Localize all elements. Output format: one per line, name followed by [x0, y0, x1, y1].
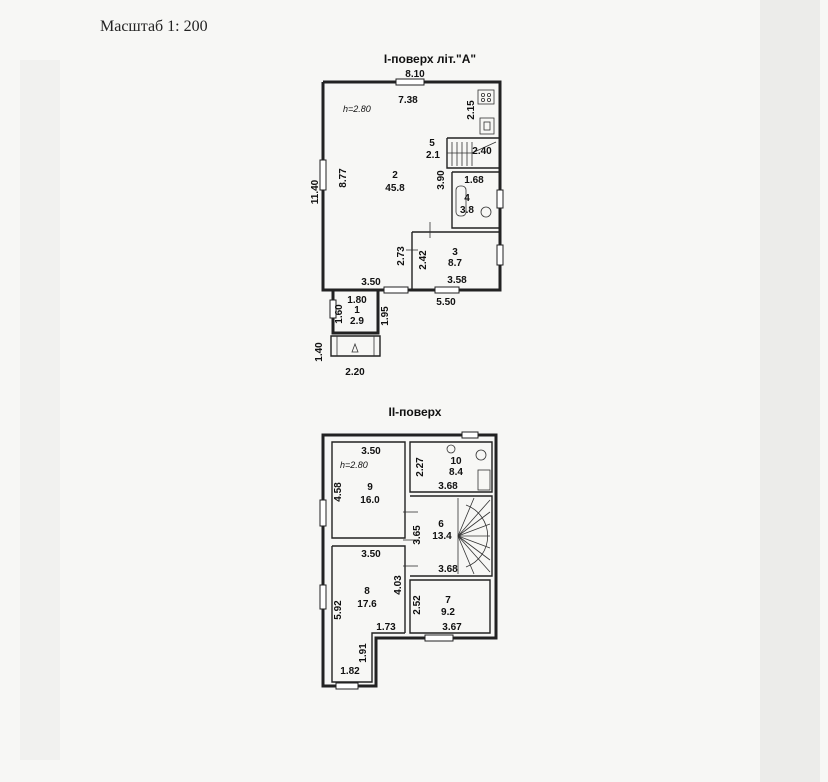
- floor1-window-bottom: [383, 286, 409, 294]
- room-4-area: 3.8: [460, 205, 474, 216]
- floor2-sink-icon: [475, 449, 487, 461]
- dim-r8-right: 4.03: [393, 575, 404, 595]
- floor1-window-vestibule: [329, 299, 337, 319]
- dim-vest-right: 1.95: [380, 306, 391, 326]
- room-9-number: 9: [367, 482, 373, 493]
- dim-r6-top: 3.68: [438, 481, 458, 492]
- room-6-number: 6: [438, 519, 444, 530]
- floor2-toilet-icon: [446, 444, 456, 454]
- floor1-window-left: [319, 159, 327, 191]
- floor1-room3-walls: [411, 231, 500, 290]
- room-1-area: 2.9: [350, 316, 364, 327]
- floor-2-title: ІІ-поверх: [389, 405, 442, 419]
- dim-right-top: 2.15: [466, 100, 477, 120]
- room-2-area: 45.8: [385, 183, 405, 194]
- dim-vest-width: 1.80: [347, 295, 367, 306]
- room-4-number: 4: [464, 193, 470, 204]
- dim-r8-step: 1.91: [358, 643, 369, 663]
- floor1-bath-walls: [451, 171, 500, 229]
- room-1-number: 1: [354, 305, 360, 316]
- floor1-window-top: [395, 78, 425, 86]
- room-3-number: 3: [452, 247, 458, 258]
- room-7-area: 9.2: [441, 607, 455, 618]
- floor1-window-bottom-right: [434, 286, 460, 294]
- floor2-shower-icon: [477, 469, 491, 491]
- dim-r7-top: 3.68: [438, 564, 458, 575]
- floor-2-plan: ІІ-поверх: [319, 405, 498, 690]
- floor1-window-bath: [496, 189, 504, 209]
- dim-top-outer: 8.10: [405, 69, 425, 80]
- floor-1-title: І-поверх літ."А": [384, 52, 476, 66]
- dim-left-inner: 8.77: [338, 168, 349, 188]
- floor-1-plan: І-поверх літ."А": [310, 52, 504, 378]
- room-7-number: 7: [445, 595, 451, 606]
- floor2-window-room8: [319, 584, 327, 610]
- dim-bottom-right: 5.50: [436, 297, 456, 308]
- dim-r9-width: 3.50: [361, 446, 381, 457]
- dim-r7-height: 2.52: [412, 595, 423, 615]
- floor2-window-room9: [319, 499, 327, 527]
- floor2-room9-walls: [331, 441, 406, 539]
- floor1-staircase-icon: [447, 141, 497, 166]
- entrance-arrow-icon: [351, 342, 359, 353]
- floor2-window-bottom: [335, 682, 359, 690]
- dim-stair-width: 2.40: [472, 146, 492, 157]
- floor2-room6-walls: [410, 495, 493, 577]
- floor2-outer-wall: [321, 433, 498, 688]
- floor2-room8-walls: [331, 545, 406, 683]
- dim-bottom-mid: 3.50: [361, 277, 381, 288]
- dim-r7-bottom: 3.67: [442, 622, 462, 633]
- room-8-area: 17.6: [357, 599, 377, 610]
- bathtub-icon: [455, 185, 467, 217]
- floor1-window-room3: [496, 244, 504, 266]
- floor2-room10-walls: [409, 441, 493, 493]
- room-5-number: 5: [429, 138, 435, 149]
- room-8-number: 8: [364, 586, 370, 597]
- dim-r3-width: 3.58: [447, 275, 467, 286]
- room-10-area: 8.4: [449, 467, 463, 478]
- dim-r6-height: 3.65: [412, 525, 423, 545]
- dim-porch-height: 1.40: [314, 342, 325, 362]
- dim-r8-height: 5.92: [333, 600, 344, 620]
- dim-r4-width: 1.68: [464, 175, 484, 186]
- dim-r8-width: 3.50: [361, 549, 381, 560]
- room-10-number: 10: [450, 456, 462, 467]
- dim-r4-height: 3.90: [436, 170, 447, 190]
- room-9-area: 16.0: [360, 495, 380, 506]
- dim-r9-height: 4.58: [333, 482, 344, 502]
- dim-top-inner: 7.38: [398, 95, 418, 106]
- floor2-room7-walls: [409, 579, 491, 634]
- dim-left-outer: 11.40: [310, 179, 321, 204]
- dim-r10-height: 2.27: [415, 457, 426, 477]
- dim-porch-width: 2.20: [345, 367, 365, 378]
- floor2-ceiling-height: h=2.80: [340, 460, 368, 470]
- dim-r3-height: 2.42: [418, 250, 429, 270]
- room-3-area: 8.7: [448, 258, 462, 269]
- floor2-spiral-staircase-icon: [457, 497, 491, 575]
- dim-vest-height: 1.60: [334, 304, 345, 324]
- floor1-porch: [330, 335, 381, 357]
- dim-r8-bottom: 1.82: [340, 666, 360, 677]
- room-6-area: 13.4: [432, 531, 452, 542]
- room-2-number: 2: [392, 170, 398, 181]
- floor2-window-top: [461, 431, 479, 439]
- floor1-stair-walls: [446, 137, 500, 169]
- dim-r8-bottom-mid: 1.73: [376, 622, 396, 633]
- scale-label: Масштаб 1: 200: [100, 18, 208, 35]
- toilet-icon: [480, 206, 492, 218]
- floor2-window-room7: [424, 634, 454, 642]
- dim-r3-left: 2.73: [396, 246, 407, 266]
- watermark-pattern: [20, 0, 820, 782]
- stove-icon: [477, 89, 495, 105]
- room-5-area: 2.1: [426, 150, 440, 161]
- sink-icon: [479, 117, 495, 135]
- floor1-ceiling-height: h=2.80: [343, 104, 371, 114]
